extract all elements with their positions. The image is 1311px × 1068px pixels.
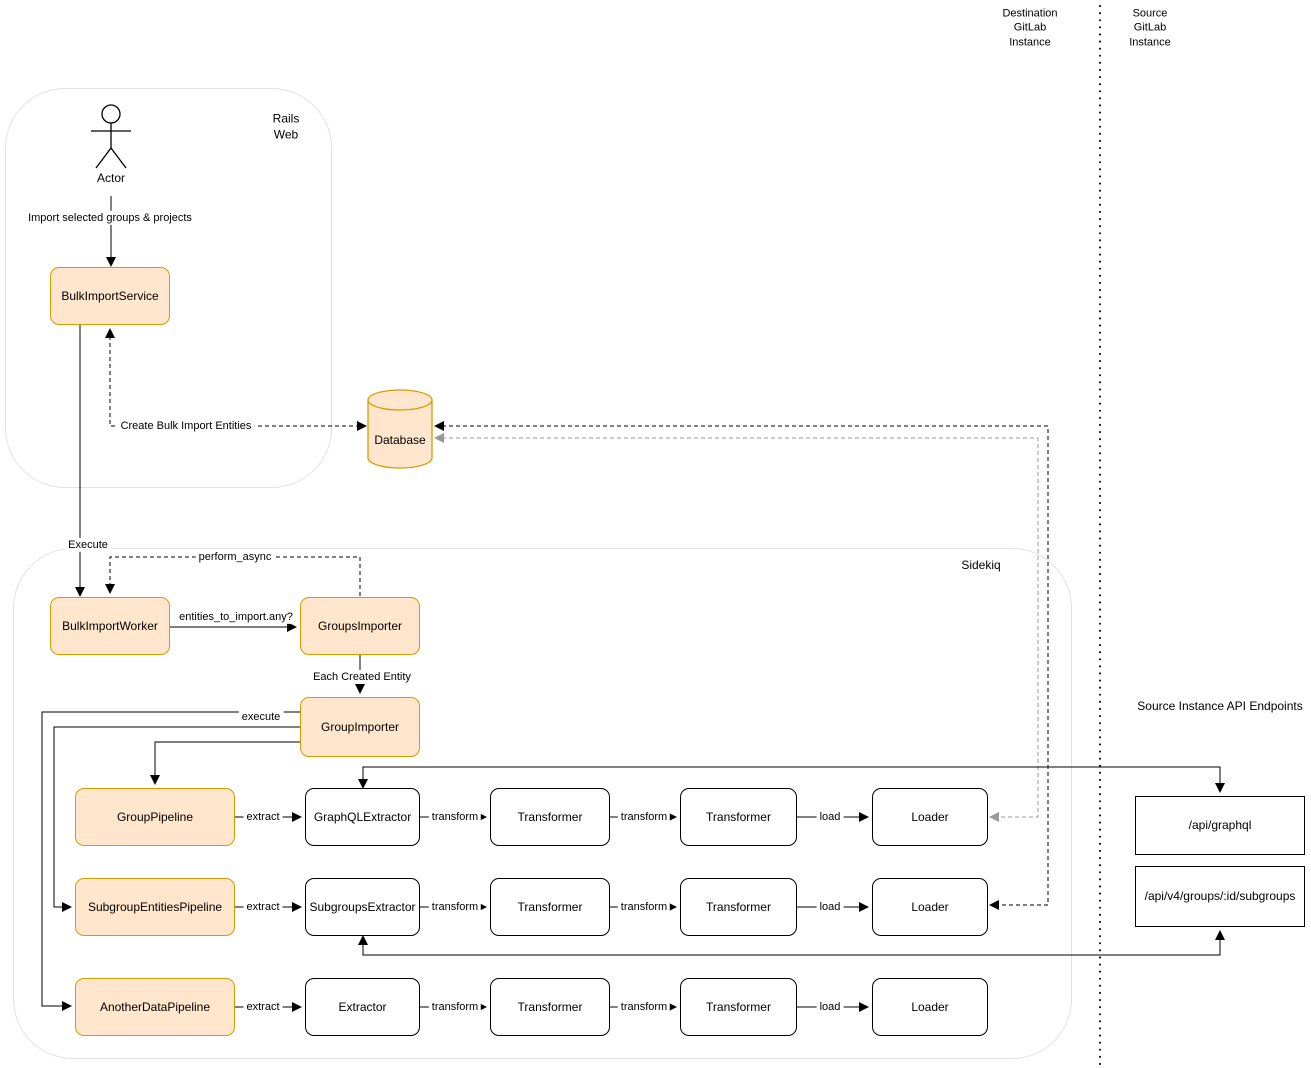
node-loader-r3: Loader [872,978,988,1036]
node-transformer-r3a: Transformer [490,978,610,1036]
database-cylinder [367,389,433,469]
entities-check-label: entities_to_import.any? [176,609,296,625]
node-extractor-r3: Extractor [305,978,420,1036]
r2-transform2-label: transform [617,899,671,915]
r1-transform2-label: transform [617,809,671,825]
actor-label: Actor [96,171,126,186]
node-loader-r1: Loader [872,788,988,846]
edge-db-loader-row2 [434,421,1049,910]
actor-action-label: Import selected groups & projects [25,210,195,226]
lane-source-label: Source GitLab Instance [1129,7,1171,49]
r2-load-label: load [816,899,844,915]
pipeline-execute-label: execute [238,709,284,725]
rails-web-label: Rails Web [272,111,300,141]
node-transformer-r2b: Transformer [680,878,797,936]
r3-load-label: load [816,999,844,1015]
r1-transform1-label: transform [428,809,482,825]
edge-create-bulk-import-entities [105,328,367,431]
r3-extract-label: extract [243,999,283,1015]
node-transformer-r3b: Transformer [680,978,797,1036]
node-bulkimportservice: BulkImportService [50,267,170,325]
actor-icon [91,104,131,169]
node-bulkimportworker: BulkImportWorker [50,597,170,655]
r1-extract-label: extract [243,809,283,825]
sidekiq-label: Sidekiq [961,558,1001,573]
api-endpoints-title: Source Instance API Endpoints [1137,699,1303,714]
node-groupsimporter: GroupsImporter [300,597,420,655]
database-label: Database [374,433,426,447]
node-loader-r2: Loader [872,878,988,936]
r2-transform1-label: transform [428,899,482,915]
perform-async-label: perform_async [195,549,275,565]
r3-transform2-label: transform [617,999,671,1015]
lane-destination-label: Destination GitLab Instance [1002,7,1058,49]
execute-label: Execute [65,537,111,553]
node-groupimporter: GroupImporter [300,697,420,757]
node-anotherdatapipeline: AnotherDataPipeline [75,978,235,1036]
edge-graphqlextractor-api [358,766,1225,793]
edge-gi-grouppipeline [150,741,300,785]
node-subgroupentitiespipeline: SubgroupEntitiesPipeline [75,878,235,936]
node-transformer-r1b: Transformer [680,788,797,846]
node-graphqlextractor: GraphQLExtractor [305,788,420,846]
node-grouppipeline: GroupPipeline [75,788,235,846]
edge-gi-subgrouppipeline [53,726,300,912]
edge-db-loader-row1 [434,433,1039,822]
edge-subgroupsextractor-api [358,930,1225,956]
rails-web-container [5,88,332,488]
r3-transform1-label: transform [428,999,482,1015]
r2-extract-label: extract [243,899,283,915]
r1-load-label: load [816,809,844,825]
node-api-graphql: /api/graphql [1135,796,1305,855]
node-subgroupsextractor: SubgroupsExtractor [305,878,420,936]
node-transformer-r2a: Transformer [490,878,610,936]
node-api-subgroups: /api/v4/groups/:id/subgroups [1135,866,1305,927]
edge-gi-anotherpipeline [41,711,300,1011]
each-created-entity-label: Each Created Entity [310,669,414,685]
create-entities-label: Create Bulk Import Entities [117,418,255,434]
node-transformer-r1a: Transformer [490,788,610,846]
